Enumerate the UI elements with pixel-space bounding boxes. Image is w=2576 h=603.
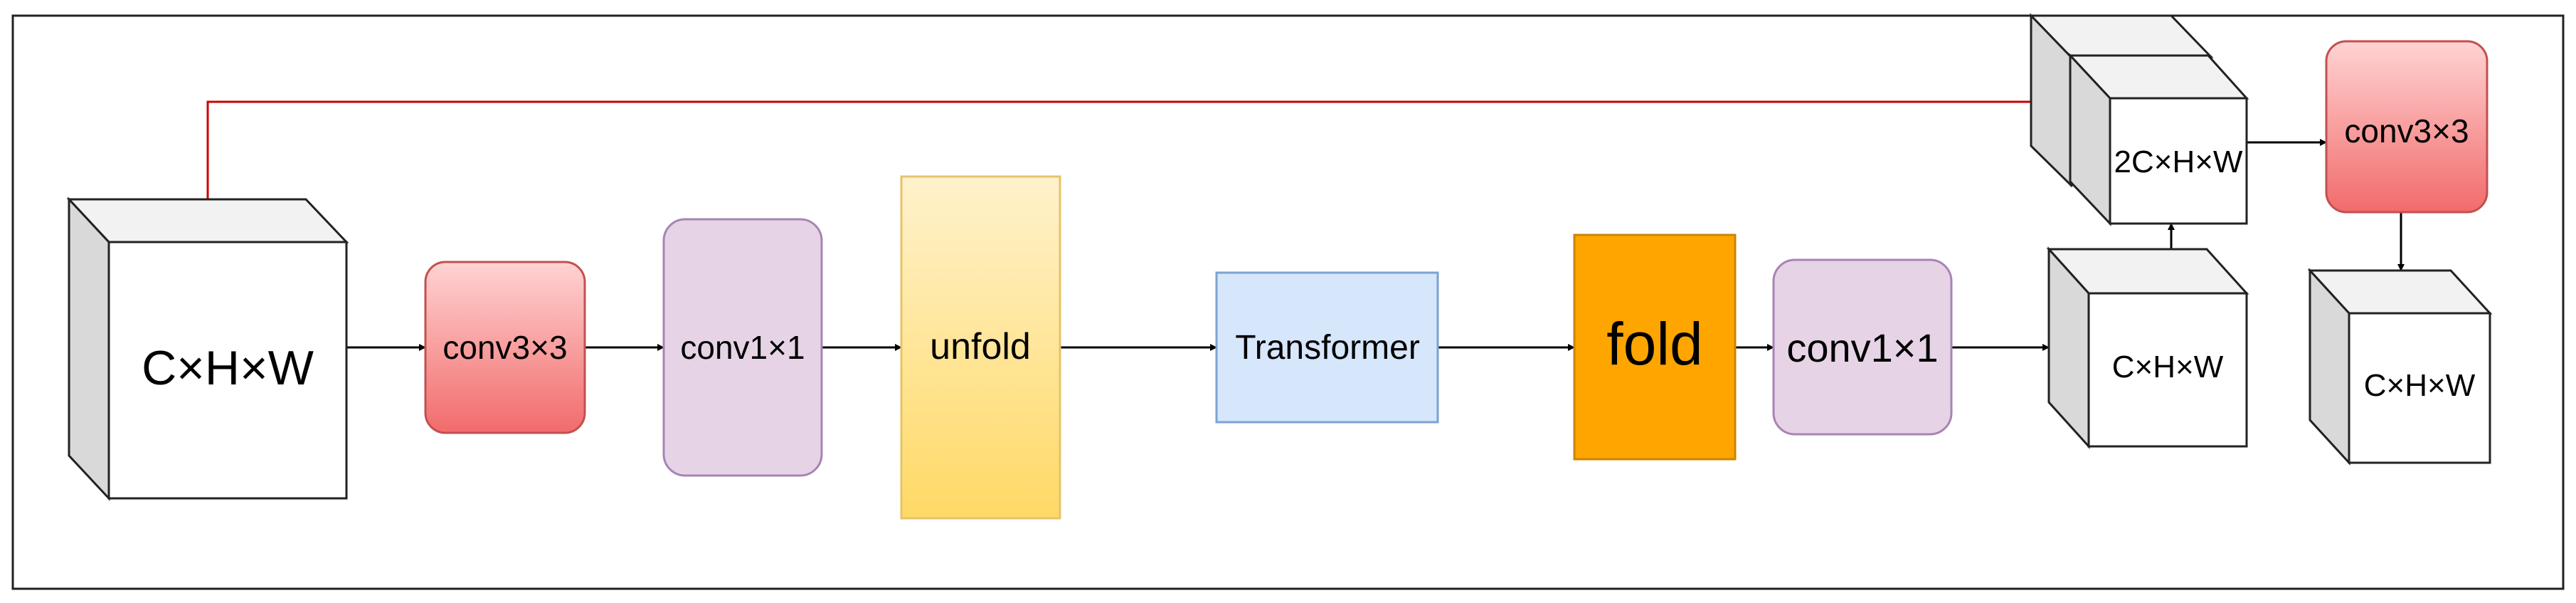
skip-connection-arrow [206,98,2067,199]
input-cube-label: C×H×W [142,341,314,395]
output-cube: C×H×W [2307,268,2493,466]
fold-block: fold [1573,234,1737,461]
conv1x1-block-a: conv1×1 [662,218,823,477]
unfold-block: unfold [900,175,1061,520]
conv1x1-b-label: conv1×1 [1786,325,1938,370]
transformer-label: Transformer [1235,329,1420,367]
input-cube: C×H×W [66,196,349,501]
transformer-block: Transformer [1215,271,1439,424]
concat-cube-label: 2C×H×W [2114,145,2243,179]
unfold-label: unfold [930,326,1031,367]
conv1x1-a-label: conv1×1 [680,329,805,366]
conv3x3-b-label: conv3×3 [2344,112,2469,150]
conv3x3-block-a: conv3×3 [424,261,586,434]
concat-cube: 2C×H×W [2028,13,2249,226]
fold-label: fold [1606,310,1702,377]
conv3x3-block-b: conv3×3 [2325,40,2488,214]
mid-cube: C×H×W [2046,246,2249,449]
conv3x3-a-label: conv3×3 [442,329,567,366]
output-cube-label: C×H×W [2364,368,2476,403]
conv1x1-block-b: conv1×1 [1772,258,1953,436]
mid-cube-label: C×H×W [2112,350,2224,384]
